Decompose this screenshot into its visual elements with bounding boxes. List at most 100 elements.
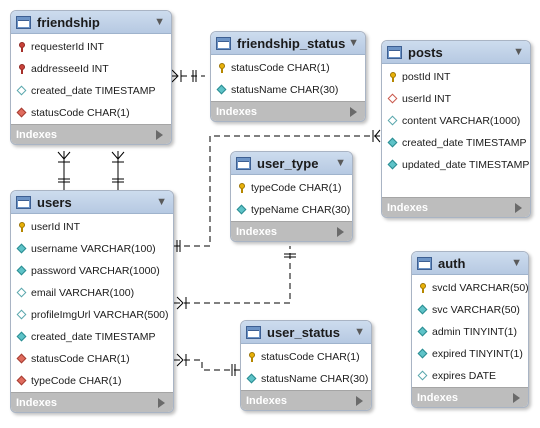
column-label: password VARCHAR(1000) — [31, 265, 160, 277]
not-null-column-icon — [388, 138, 398, 148]
column-label: requesterId INT — [31, 41, 104, 53]
foreign-key-column-icon — [17, 376, 27, 386]
table-header[interactable]: auth ▼ — [412, 252, 528, 275]
collapse-arrow-icon[interactable]: ▼ — [513, 46, 524, 58]
indexes-label: Indexes — [246, 394, 287, 407]
expand-indexes-icon[interactable] — [337, 226, 344, 237]
primary-key-icon — [388, 72, 398, 82]
column-row[interactable]: created_date TIMESTAMP — [382, 132, 530, 154]
column-row[interactable]: typeCode CHAR(1) — [11, 370, 173, 392]
column-row[interactable]: statusCode CHAR(1) — [211, 57, 365, 79]
indexes-label: Indexes — [16, 396, 57, 409]
indexes-bar[interactable]: Indexes — [241, 390, 371, 410]
table-user_type[interactable]: user_type ▼ typeCode CHAR(1) typeName CH… — [230, 151, 353, 242]
table-header[interactable]: users ▼ — [11, 191, 173, 214]
not-null-column-icon — [237, 205, 247, 215]
column-row[interactable]: statusCode CHAR(1) — [11, 102, 171, 124]
column-row[interactable]: typeCode CHAR(1) — [231, 177, 352, 199]
nullable-column-icon — [17, 86, 27, 96]
column-row[interactable]: statusCode CHAR(1) — [241, 346, 371, 368]
column-row[interactable]: svc VARCHAR(50) — [412, 299, 528, 321]
column-row[interactable]: updated_date TIMESTAMP — [382, 154, 530, 176]
column-label: statusCode CHAR(1) — [261, 351, 360, 363]
collapse-arrow-icon[interactable]: ▼ — [354, 326, 365, 338]
column-label: statusCode CHAR(1) — [31, 353, 130, 365]
collapse-arrow-icon[interactable]: ▼ — [154, 16, 165, 28]
indexes-bar[interactable]: Indexes — [382, 197, 530, 217]
table-posts[interactable]: posts ▼ postId INT userId INT content VA… — [381, 40, 531, 218]
column-label: created_date TIMESTAMP — [402, 137, 527, 149]
column-label: statusCode CHAR(1) — [31, 107, 130, 119]
table-title: user_status — [267, 324, 340, 340]
not-null-column-icon — [17, 266, 27, 276]
table-header[interactable]: friendship ▼ — [11, 11, 171, 34]
nullable-column-icon — [17, 288, 27, 298]
nullable-column-icon — [17, 310, 27, 320]
table-header[interactable]: posts ▼ — [382, 41, 530, 64]
column-row[interactable]: admin TINYINT(1) — [412, 321, 528, 343]
column-row[interactable]: typeName CHAR(30) — [231, 199, 352, 221]
relationship-friendship-users-addressee — [111, 151, 125, 190]
column-row[interactable]: created_date TIMESTAMP — [11, 326, 173, 348]
column-row[interactable]: statusName CHAR(30) — [211, 79, 365, 101]
not-null-column-icon — [17, 244, 27, 254]
table-header[interactable]: friendship_status ▼ — [211, 32, 365, 55]
column-label: typeCode CHAR(1) — [251, 182, 342, 194]
column-row[interactable]: created_date TIMESTAMP — [11, 80, 171, 102]
expand-indexes-icon[interactable] — [513, 392, 520, 403]
indexes-bar[interactable]: Indexes — [211, 101, 365, 121]
table-friendship[interactable]: friendship ▼ requesterId INT addresseeId… — [10, 10, 172, 145]
column-row[interactable]: profileImgUrl VARCHAR(500) — [11, 304, 173, 326]
column-label: statusName CHAR(30) — [231, 84, 339, 96]
column-row[interactable]: requesterId INT — [11, 36, 171, 58]
expand-indexes-icon[interactable] — [158, 397, 165, 408]
indexes-bar[interactable]: Indexes — [11, 124, 171, 144]
column-label: profileImgUrl VARCHAR(500) — [31, 309, 169, 321]
column-label: expired TINYINT(1) — [432, 348, 523, 360]
primary-key-icon — [217, 63, 227, 73]
column-row[interactable]: userId INT — [382, 88, 530, 110]
column-row[interactable]: addresseeId INT — [11, 58, 171, 80]
indexes-bar[interactable]: Indexes — [412, 387, 528, 407]
column-row[interactable]: postId INT — [382, 66, 530, 88]
expand-indexes-icon[interactable] — [515, 202, 522, 213]
column-row[interactable]: statusCode CHAR(1) — [11, 348, 173, 370]
collapse-arrow-icon[interactable]: ▼ — [335, 157, 346, 169]
table-auth[interactable]: auth ▼ svcId VARCHAR(50) svc VARCHAR(50)… — [411, 251, 529, 408]
indexes-label: Indexes — [387, 201, 428, 214]
table-user_status[interactable]: user_status ▼ statusCode CHAR(1) statusN… — [240, 320, 372, 411]
column-row[interactable]: content VARCHAR(1000) — [382, 110, 530, 132]
column-label: created_date TIMESTAMP — [31, 331, 156, 343]
collapse-arrow-icon[interactable]: ▼ — [511, 257, 522, 269]
not-null-column-icon — [388, 160, 398, 170]
indexes-bar[interactable]: Indexes — [231, 221, 352, 241]
column-row[interactable]: password VARCHAR(1000) — [11, 260, 173, 282]
table-header[interactable]: user_type ▼ — [231, 152, 352, 175]
column-row[interactable]: expired TINYINT(1) — [412, 343, 528, 365]
column-row[interactable]: username VARCHAR(100) — [11, 238, 173, 260]
expand-indexes-icon[interactable] — [356, 395, 363, 406]
collapse-arrow-icon[interactable]: ▼ — [348, 37, 359, 49]
column-label: typeCode CHAR(1) — [31, 375, 122, 387]
collapse-arrow-icon[interactable]: ▼ — [156, 196, 167, 208]
table-icon — [387, 45, 402, 59]
table-users[interactable]: users ▼ userId INT username VARCHAR(100)… — [10, 190, 174, 413]
table-header[interactable]: user_status ▼ — [241, 321, 371, 344]
column-label: svc VARCHAR(50) — [432, 304, 520, 316]
column-row[interactable]: userId INT — [11, 216, 173, 238]
column-row[interactable]: statusName CHAR(30) — [241, 368, 371, 390]
column-row[interactable]: svcId VARCHAR(50) — [412, 277, 528, 299]
foreign-key-column-icon — [17, 354, 27, 364]
table-icon — [16, 15, 31, 29]
column-row[interactable]: email VARCHAR(100) — [11, 282, 173, 304]
expand-indexes-icon[interactable] — [350, 106, 357, 117]
column-label: statusCode CHAR(1) — [231, 62, 330, 74]
table-friendship_status[interactable]: friendship_status ▼ statusCode CHAR(1) s… — [210, 31, 366, 122]
column-label: expires DATE — [432, 370, 496, 382]
expand-indexes-icon[interactable] — [156, 129, 163, 140]
table-icon — [216, 36, 231, 50]
column-label: content VARCHAR(1000) — [402, 115, 521, 127]
indexes-bar[interactable]: Indexes — [11, 392, 173, 412]
column-label: typeName CHAR(30) — [251, 204, 351, 216]
column-row[interactable]: expires DATE — [412, 365, 528, 387]
